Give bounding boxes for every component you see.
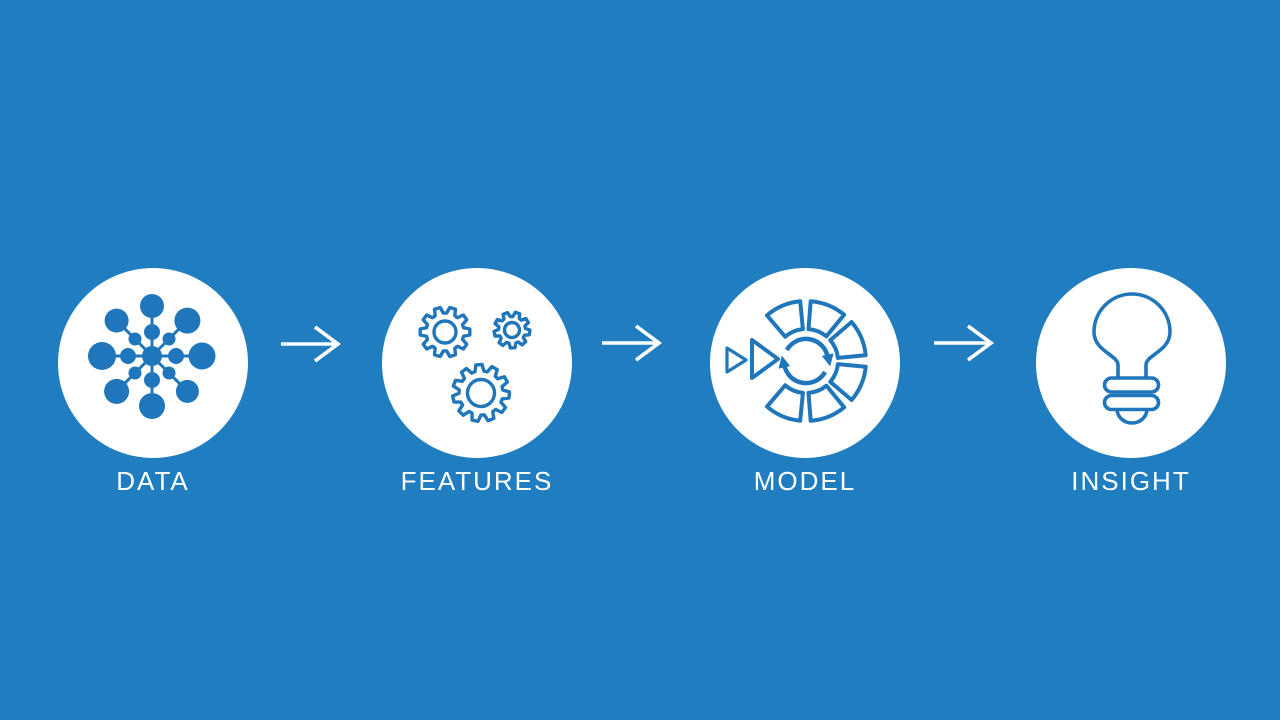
step-label-model: MODEL [753,466,857,496]
step-insight: INSIGHT [1036,268,1226,496]
data-network-icon [88,294,216,419]
flow-arrow-3 [934,324,995,362]
step-circle-model [710,268,900,458]
step-circle-insight [1036,268,1226,458]
step-circle-features [382,268,572,458]
lightbulb-icon [1092,292,1172,425]
step-label-insight: INSIGHT [1071,466,1191,496]
model-iteration-icon [725,299,868,423]
step-features: FEATURES [382,268,572,496]
step-label-features: FEATURES [400,466,554,496]
step-label-data: DATA [116,466,190,496]
step-data: DATA [58,268,248,496]
gears-icon [418,305,532,424]
flow-arrow-2 [602,324,663,362]
flow-arrow-1 [281,325,342,363]
step-circle-data [58,268,248,458]
step-model: MODEL [710,268,900,496]
